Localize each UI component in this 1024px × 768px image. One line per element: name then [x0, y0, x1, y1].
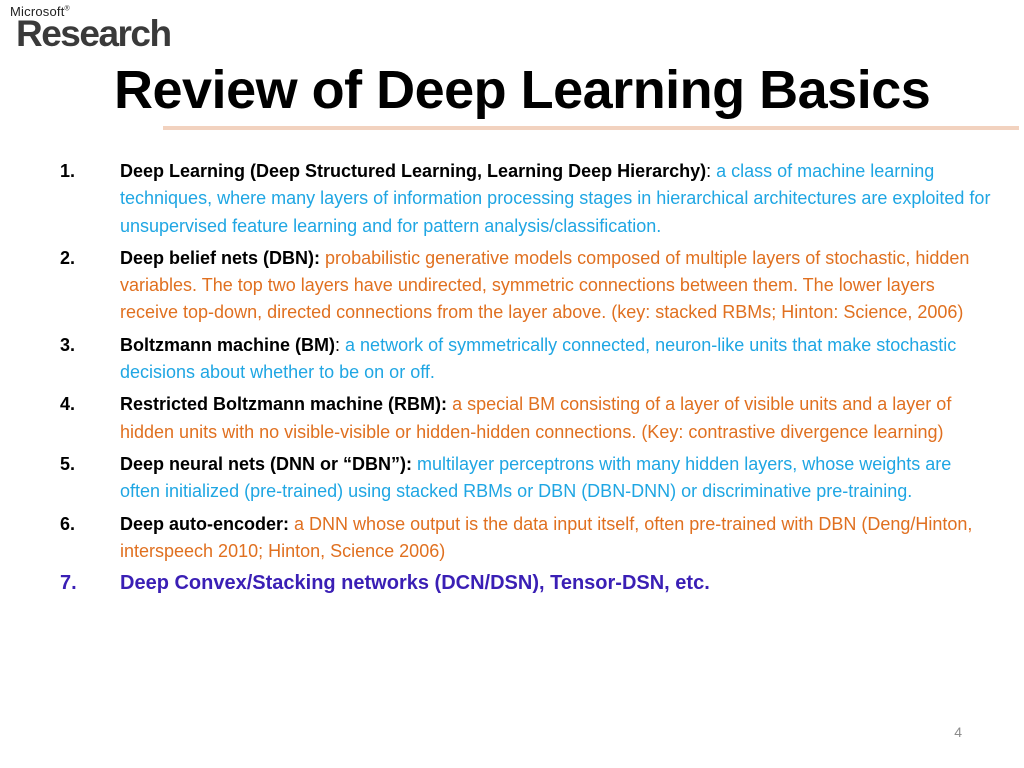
item-term: Deep auto-encoder: — [120, 513, 290, 534]
item-definition: a class of machine learning techniques, … — [120, 161, 991, 236]
item-term: Deep neural nets (DNN or “DBN”): — [120, 453, 413, 474]
slide-number: 4 — [954, 724, 962, 740]
list-item-rbm: 4. Restricted Boltzmann machine (RBM): a… — [60, 391, 995, 446]
list-item-dcn: 7. Deep Convex/Stacking networks (DCN/DS… — [60, 570, 995, 597]
list-item-deep-learning: 1. Deep Learning (Deep Structured Learni… — [60, 158, 995, 240]
list-item-auto-encoder: 6. Deep auto-encoder: a DNN whose output… — [60, 511, 995, 566]
item-number: 6. — [60, 513, 76, 534]
slide-title: Review of Deep Learning Basics — [114, 60, 931, 120]
item-number: 7. — [60, 572, 77, 595]
item-term: Boltzmann machine (BM) — [120, 334, 336, 355]
logo-registered-mark: ® — [64, 5, 70, 13]
logo-brand: Microsoft® — [10, 4, 70, 19]
item-definition: a network of symmetrically connected, ne… — [120, 334, 957, 383]
item-definition: a DNN whose output is the data input its… — [120, 513, 973, 561]
item-term: Deep belief nets (DBN): — [120, 247, 321, 268]
title-underline — [163, 126, 1019, 130]
list-item-dbn: 2. Deep belief nets (DBN): probabilistic… — [60, 245, 995, 327]
item-number: 3. — [60, 334, 76, 355]
item-number: 1. — [60, 161, 76, 181]
item-term: Restricted Boltzmann machine (RBM): — [120, 394, 448, 415]
item-term: Deep Convex/Stacking networks (DCN/DSN),… — [120, 572, 710, 595]
item-definition: multilayer perceptrons with many hidden … — [120, 453, 952, 502]
list-item-bm: 3. Boltzmann machine (BM): a network of … — [60, 332, 995, 387]
item-number: 4. — [60, 394, 76, 415]
item-separator: : — [706, 161, 717, 181]
item-term: Deep Learning (Deep Structured Learning,… — [120, 161, 707, 181]
list-item-dnn: 5. Deep neural nets (DNN or “DBN”): mult… — [60, 451, 995, 506]
item-definition: probabilistic generative models composed… — [120, 247, 970, 323]
logo-product: Research — [16, 13, 172, 54]
item-number: 2. — [60, 247, 76, 268]
microsoft-research-logo: Microsoft® Research — [10, 4, 172, 54]
item-separator: : — [335, 334, 346, 355]
item-definition: a special BM consisting of a layer of vi… — [120, 394, 952, 442]
definition-list: 1. Deep Learning (Deep Structured Learni… — [60, 158, 995, 602]
item-number: 5. — [60, 453, 76, 474]
